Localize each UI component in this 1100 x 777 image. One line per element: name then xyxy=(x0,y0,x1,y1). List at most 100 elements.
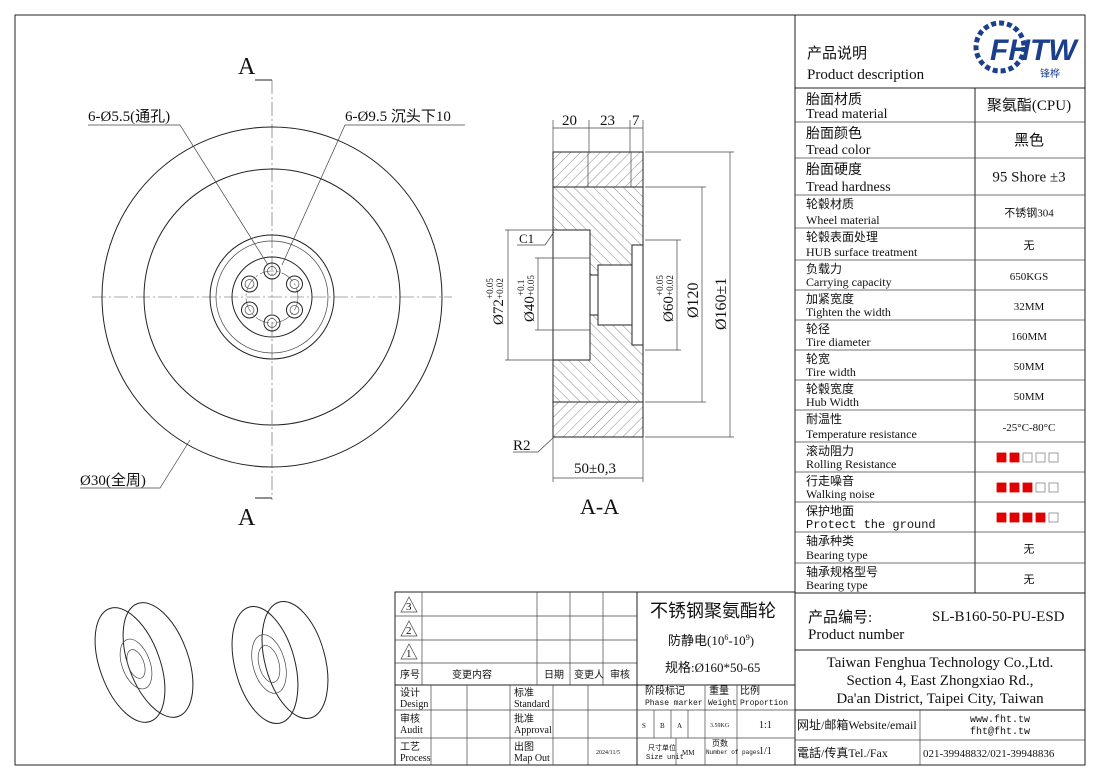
rating-square-empty xyxy=(1048,482,1059,493)
spec-label-en: Carrying capacity xyxy=(806,275,892,289)
dim-c1: C1 xyxy=(519,231,534,246)
spec-header-en: Product description xyxy=(807,67,925,83)
audit-en: Audit xyxy=(400,725,423,736)
svg-text:Ø72: Ø72 xyxy=(491,299,507,325)
spec-header-cn: 产品说明 xyxy=(807,45,867,62)
design-en: Design xyxy=(400,699,428,710)
dim-7: 7 xyxy=(632,113,640,129)
section-mark-bottom: A xyxy=(238,505,256,531)
rev-header-date: 日期 xyxy=(544,669,564,681)
product-title: 不锈钢聚氨酯轮 xyxy=(650,601,776,621)
company-block: 产品编号: Product number SL-B160-50-PU-ESD T… xyxy=(795,592,1085,765)
spec-label-cn: 胎面颜色 xyxy=(806,125,862,142)
phase-a: A xyxy=(677,722,682,730)
spec-label-en: Tire diameter xyxy=(806,335,871,349)
rating-squares xyxy=(996,512,1059,523)
dim-width: 50±0,3 xyxy=(574,461,616,477)
dim-d40-tol-up: +0.1 xyxy=(516,280,526,296)
rating-square-empty xyxy=(1022,452,1033,463)
rev-header-content: 变更内容 xyxy=(452,668,492,681)
proportion-cn: 比例 xyxy=(740,684,760,697)
section-view-a-a: 20 23 7 50±0,3 A-A C1 R2 Ø72 +0.05 +0.02… xyxy=(485,113,734,519)
rating-square-empty xyxy=(1048,452,1059,463)
rating-square-filled xyxy=(1022,512,1033,523)
spec-label-cn: 滚动阻力 xyxy=(806,443,854,458)
spec-value: 95 Shore ±3 xyxy=(992,170,1065,186)
svg-text:FHTW: FHTW xyxy=(990,34,1079,67)
pages-en: Number of pages xyxy=(706,749,760,756)
spec-label-en: Tighten the width xyxy=(806,305,891,319)
spec-label-cn: 负载力 xyxy=(806,262,842,276)
rev-header-changer: 变更人 xyxy=(574,668,604,681)
website-label: 网址/邮箱Website/email xyxy=(797,717,917,732)
approval-cn: 批准 xyxy=(514,712,534,725)
spec-label-en: Bearing type xyxy=(806,548,868,562)
antistatic-label: 防静电(106-109) xyxy=(668,633,754,648)
label-through-holes: 6-Ø5.5(通孔) xyxy=(88,108,170,125)
rating-square-filled xyxy=(1009,512,1020,523)
dim-d60-tol-up: +0.05 xyxy=(655,275,665,296)
weight-value: 3.59KG xyxy=(710,723,730,729)
address-line-2: Da'an District, Taipei City, Taiwan xyxy=(836,691,1044,707)
mapout-cn: 出图 xyxy=(514,740,534,753)
dim-d120: Ø120 xyxy=(685,282,702,318)
spec-value: 不锈钢304 xyxy=(1004,207,1054,220)
phase-cn: 阶段标记 xyxy=(645,684,685,697)
standard-cn: 标准 xyxy=(514,687,534,699)
rating-square-empty xyxy=(1048,512,1059,523)
rating-square-empty xyxy=(1035,452,1046,463)
spec-label-en: Tread material xyxy=(806,107,888,122)
company-name: Taiwan Fenghua Technology Co.,Ltd. xyxy=(827,655,1054,671)
product-number-en: Product number xyxy=(808,627,904,643)
spec-label-en: Temperature resistance xyxy=(806,427,917,441)
spec-value: 50MM xyxy=(1014,391,1045,403)
section-mark-top: A xyxy=(238,54,256,80)
spec-value: 无 xyxy=(1024,240,1035,252)
tel-fax: 021-39948832/021-39948836 xyxy=(923,748,1055,760)
address-line-1: Section 4, East Zhongxiao Rd., xyxy=(846,673,1033,689)
spec-value: 160MM xyxy=(1011,331,1047,343)
spec-label-en: Hub Width xyxy=(806,395,859,409)
isometric-view-back xyxy=(94,602,194,723)
rating-square-filled xyxy=(1009,452,1020,463)
section-title: A-A xyxy=(580,494,619,519)
dim-d72-tol-lo: +0.02 xyxy=(495,278,505,299)
spec-value: 650KGS xyxy=(1010,271,1049,283)
pages-cn: 页数 xyxy=(712,738,728,748)
design-cn: 设计 xyxy=(400,686,420,699)
spec-label-cn: 轴承种类 xyxy=(806,533,854,548)
dim-d160: Ø160±1 xyxy=(713,278,730,330)
label-counterbore: 6-Ø9.5 沉头下10 xyxy=(345,108,451,125)
dim-r2: R2 xyxy=(513,438,531,454)
svg-text:Ø40: Ø40 xyxy=(522,296,538,322)
rev-header-review: 审核 xyxy=(610,668,630,681)
spec-label-cn: 轮径 xyxy=(806,322,830,336)
product-number-cn: 产品编号: xyxy=(808,609,872,626)
spec-value: 无 xyxy=(1024,544,1035,556)
spec-label-cn: 轮毂宽度 xyxy=(806,381,854,396)
tel-label: 電話/传真Tel./Fax xyxy=(797,745,888,760)
audit-cn: 审核 xyxy=(400,712,420,725)
dim-d60-tol-lo: +0.02 xyxy=(665,275,675,296)
rating-square-filled xyxy=(1022,482,1033,493)
spec-value: -25°C-80°C xyxy=(1003,422,1056,434)
company-logo: FHTW 锋桦 xyxy=(973,20,1079,80)
front-view: A A 6-Ø5.5(通孔) 6-Ø9.5 沉头下10 Ø30(全周) xyxy=(80,54,465,531)
dim-20: 20 xyxy=(562,113,577,129)
revision-2: 2 xyxy=(406,625,412,637)
spec-label-cn: 轮宽 xyxy=(806,351,830,366)
weight-en: Weight xyxy=(708,699,737,708)
dim-23: 23 xyxy=(600,113,615,129)
spec-label-cn: 轮毂材质 xyxy=(806,197,854,211)
